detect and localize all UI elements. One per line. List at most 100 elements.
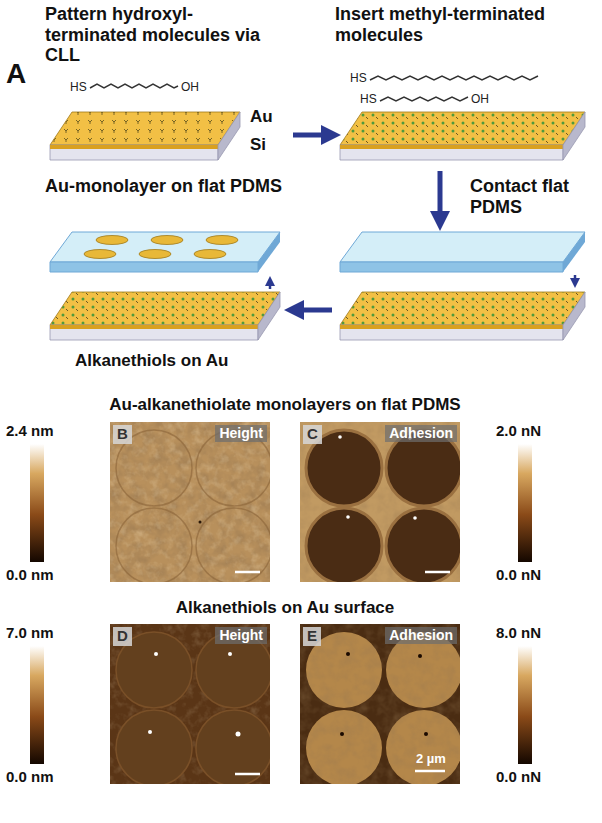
afm-dot (236, 732, 241, 737)
afm-texture (300, 624, 460, 784)
chemical-group: HS (350, 72, 367, 86)
step-heading: Au-monolayer on flat PDMS (45, 176, 285, 197)
scale-bar (425, 571, 450, 574)
motion-arrow (269, 281, 272, 289)
afm-dot (340, 732, 344, 736)
panel-title: Au-alkanethiolate monolayers on flat PDM… (80, 395, 490, 415)
gold-surface (50, 292, 280, 325)
colour-bar (518, 646, 532, 764)
scale-bar (235, 773, 260, 776)
colour-bar (518, 444, 532, 562)
au-patch (84, 250, 116, 259)
layer-name: Au (250, 108, 273, 127)
layer-name: Si (250, 136, 266, 155)
substrate (340, 76, 585, 160)
panel-letter: E (303, 627, 321, 646)
step-heading: Pattern hydroxyl-terminated molecules vi… (45, 4, 285, 66)
afm-dot (338, 435, 342, 439)
afm-image (300, 624, 462, 786)
colour-bar (30, 646, 44, 764)
panel-title: Alkanethiols on Au surface (80, 598, 490, 618)
afm-panel: D Height (110, 624, 270, 784)
afm-dot (228, 652, 232, 656)
silicon-front (340, 325, 563, 340)
afm-dot (418, 654, 422, 658)
pdms-contact (340, 232, 585, 340)
scale-label: 2 µm (416, 752, 446, 766)
alkyl-chain (380, 97, 468, 101)
panel-letter: C (303, 425, 322, 444)
chemical-group: HS (70, 81, 87, 95)
afm-dot (346, 652, 350, 656)
colour-bar-value: 0.0 nm (6, 566, 54, 583)
au-patch (206, 236, 238, 245)
panel-letter: A (6, 60, 26, 88)
afm-image (300, 422, 462, 584)
panel-tag: Height (215, 627, 267, 644)
afm-feature (116, 508, 192, 584)
process-arrow (438, 171, 443, 222)
gold-edge (50, 145, 218, 149)
motion-arrow (574, 275, 577, 283)
alkyl-chain (370, 76, 538, 80)
step-heading: Contact flat PDMS (470, 176, 590, 217)
afm-feature (196, 508, 272, 584)
colour-bar (30, 444, 44, 562)
afm-image (110, 422, 272, 584)
silicon-front (50, 325, 258, 340)
scale-bar (235, 571, 260, 574)
scale-bar (415, 770, 445, 773)
colour-bar-value: 0.0 nm (6, 768, 54, 785)
process-step: Au-monolayer on flat PDMSAlkanethiols on… (45, 225, 290, 350)
colour-bar-value: 2.4 nm (6, 422, 54, 439)
panel-tag: Adhesion (385, 627, 457, 644)
colour-bar-value: 0.0 nN (496, 768, 541, 785)
afm-dot (199, 521, 202, 524)
colour-bar-value: 7.0 nm (6, 624, 54, 641)
pdms-front (340, 262, 563, 272)
silicon-front (340, 145, 563, 160)
silicon-side (563, 292, 585, 340)
afm-dot (424, 732, 428, 736)
step-heading: Insert methyl-terminated molecules (335, 4, 580, 45)
chemical-group: OH (181, 81, 199, 95)
afm-feature (386, 508, 462, 584)
au-patch (139, 250, 171, 259)
pdms-lift (50, 232, 280, 340)
gold-surface (340, 292, 585, 325)
afm-feature (116, 710, 192, 786)
au-patch (96, 236, 128, 245)
panel-letter: D (113, 627, 132, 646)
afm-panel: C Adhesion (300, 422, 460, 582)
afm-feature (306, 508, 382, 584)
panel-tag: Adhesion (385, 425, 457, 442)
gold-surface (50, 112, 240, 145)
gold-surface (340, 112, 585, 145)
afm-ground (300, 624, 460, 784)
process-step: Contact flat PDMS (335, 225, 590, 350)
substrate (50, 84, 240, 160)
pdms-front (50, 262, 258, 272)
process-arrow (293, 308, 332, 313)
colour-bar-value: 2.0 nN (496, 422, 541, 439)
silicon-side (563, 112, 585, 160)
pdms-top (50, 232, 280, 262)
silicon-front (50, 145, 218, 160)
chemical-group: OH (471, 93, 489, 107)
pdms-side (563, 232, 585, 272)
afm-feature (196, 710, 272, 786)
colour-bar-value: 0.0 nN (496, 566, 541, 583)
gold-edge (50, 325, 258, 329)
au-patch (194, 250, 226, 259)
pdms-top (340, 232, 585, 262)
silicon-side (218, 112, 240, 160)
layer-name: Alkanethiols on Au (75, 352, 290, 371)
process-arrow (293, 133, 332, 138)
afm-image (110, 624, 272, 786)
au-patch (151, 236, 183, 245)
afm-dot (346, 515, 350, 519)
chemical-group: HS (360, 93, 377, 107)
panel-letter: B (113, 425, 132, 444)
alkyl-chain (90, 84, 178, 88)
pdms-side (258, 232, 280, 272)
